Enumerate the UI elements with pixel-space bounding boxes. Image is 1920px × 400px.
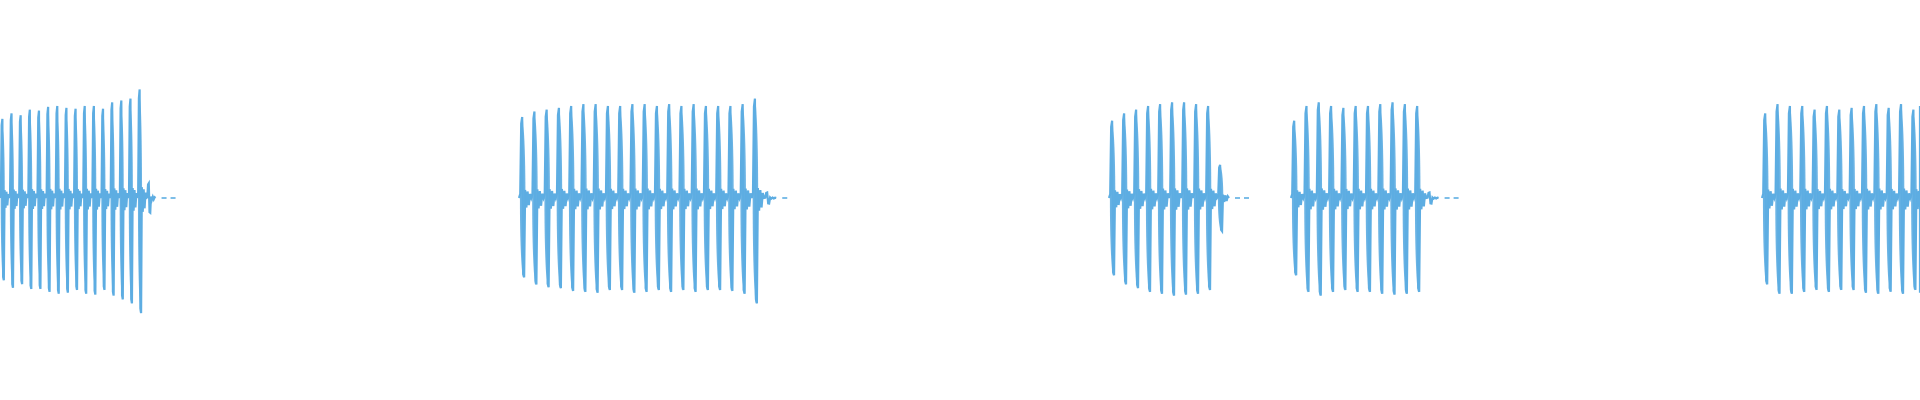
waveform-cycle bbox=[119, 100, 124, 300]
waveform-cycle bbox=[1390, 102, 1396, 295]
waveform-cycle bbox=[83, 106, 88, 294]
waveform-cycle bbox=[617, 106, 624, 290]
waveform-cycle bbox=[1365, 106, 1372, 292]
waveform-cycle bbox=[544, 109, 550, 288]
waveform-cycle bbox=[1109, 120, 1116, 276]
waveform-cycle bbox=[605, 106, 612, 290]
waveform-cycle bbox=[1304, 106, 1310, 292]
waveform-cycle bbox=[568, 106, 575, 291]
waveform-cycle bbox=[101, 108, 106, 290]
waveform-cycle bbox=[1291, 120, 1298, 276]
waveform-signal-burst-4 bbox=[1289, 102, 1439, 296]
waveform-layer bbox=[0, 89, 1920, 314]
waveform-cycle bbox=[715, 106, 722, 290]
waveform-cycle bbox=[1861, 106, 1868, 293]
waveform-cycle bbox=[1353, 106, 1359, 292]
waveform-cycle bbox=[532, 111, 538, 285]
waveform-cycle bbox=[679, 106, 685, 290]
waveform-cycle bbox=[1145, 106, 1152, 292]
waveform-cycle bbox=[740, 104, 746, 294]
waveform-cycle bbox=[1874, 104, 1880, 294]
waveform-cycle bbox=[110, 102, 115, 296]
waveform-cycle bbox=[1193, 104, 1200, 294]
waveform-cycle bbox=[728, 106, 734, 291]
waveform-cycle bbox=[1157, 104, 1164, 294]
waveform-cycle bbox=[519, 117, 526, 278]
waveform-cycle bbox=[630, 104, 636, 293]
waveform-cycle bbox=[1824, 106, 1831, 292]
waveform-cycle bbox=[1316, 102, 1323, 296]
waveform-cycle bbox=[1886, 107, 1892, 292]
waveform-cycle bbox=[703, 106, 710, 290]
waveform-cycle bbox=[1378, 104, 1384, 294]
waveform-burst-4 bbox=[1289, 102, 1459, 296]
waveform-cycle bbox=[581, 104, 587, 292]
waveform-cycle bbox=[1911, 109, 1917, 290]
waveform-cycle bbox=[1812, 109, 1818, 290]
waveform-cycle bbox=[556, 107, 563, 289]
waveform-cycle bbox=[654, 106, 661, 290]
waveform-cycle bbox=[46, 106, 51, 292]
waveform-cycle bbox=[64, 107, 69, 293]
waveform-burst-5 bbox=[1760, 104, 1920, 294]
waveform-cycle bbox=[1799, 106, 1806, 292]
waveform-cycle bbox=[73, 108, 78, 290]
waveform-burst-3 bbox=[1107, 102, 1249, 296]
waveform-cycle bbox=[28, 109, 33, 289]
waveform-cycle bbox=[1402, 104, 1409, 294]
waveform-cycle bbox=[92, 106, 97, 295]
waveform-cycle bbox=[18, 115, 24, 285]
waveform-cycle bbox=[691, 104, 697, 292]
waveform-cycle bbox=[1341, 107, 1347, 290]
waveform-cycle bbox=[1217, 164, 1224, 232]
waveform-cycle bbox=[1181, 102, 1188, 295]
waveform-cycle bbox=[666, 104, 673, 292]
waveform-cycle bbox=[593, 104, 599, 293]
waveform-cycle bbox=[1898, 104, 1905, 294]
waveform-cycle bbox=[0, 118, 5, 281]
waveform-cycle bbox=[1121, 113, 1128, 285]
waveform-cycle bbox=[55, 106, 60, 294]
waveform-burst-1 bbox=[0, 89, 176, 314]
waveform-cycle bbox=[1328, 106, 1335, 292]
waveform-cycle bbox=[9, 113, 14, 288]
waveform-cycle bbox=[128, 98, 133, 304]
waveform-cycle bbox=[1169, 102, 1176, 296]
waveform-cycle bbox=[1837, 109, 1843, 290]
waveform-cycle bbox=[1762, 113, 1769, 285]
waveform-cycle bbox=[1205, 106, 1212, 290]
waveform-cycle bbox=[752, 98, 759, 304]
waveform-cycle bbox=[642, 104, 648, 292]
waveform-cycle bbox=[1787, 106, 1794, 294]
waveform-burst-2 bbox=[517, 98, 788, 304]
waveform-cycle bbox=[37, 110, 42, 289]
waveform-cycle bbox=[1414, 106, 1421, 292]
waveform-cycle bbox=[1133, 109, 1140, 289]
waveform-cycle bbox=[1849, 107, 1855, 290]
waveform-cycle bbox=[137, 89, 143, 314]
waveform-cycle bbox=[1775, 104, 1781, 294]
